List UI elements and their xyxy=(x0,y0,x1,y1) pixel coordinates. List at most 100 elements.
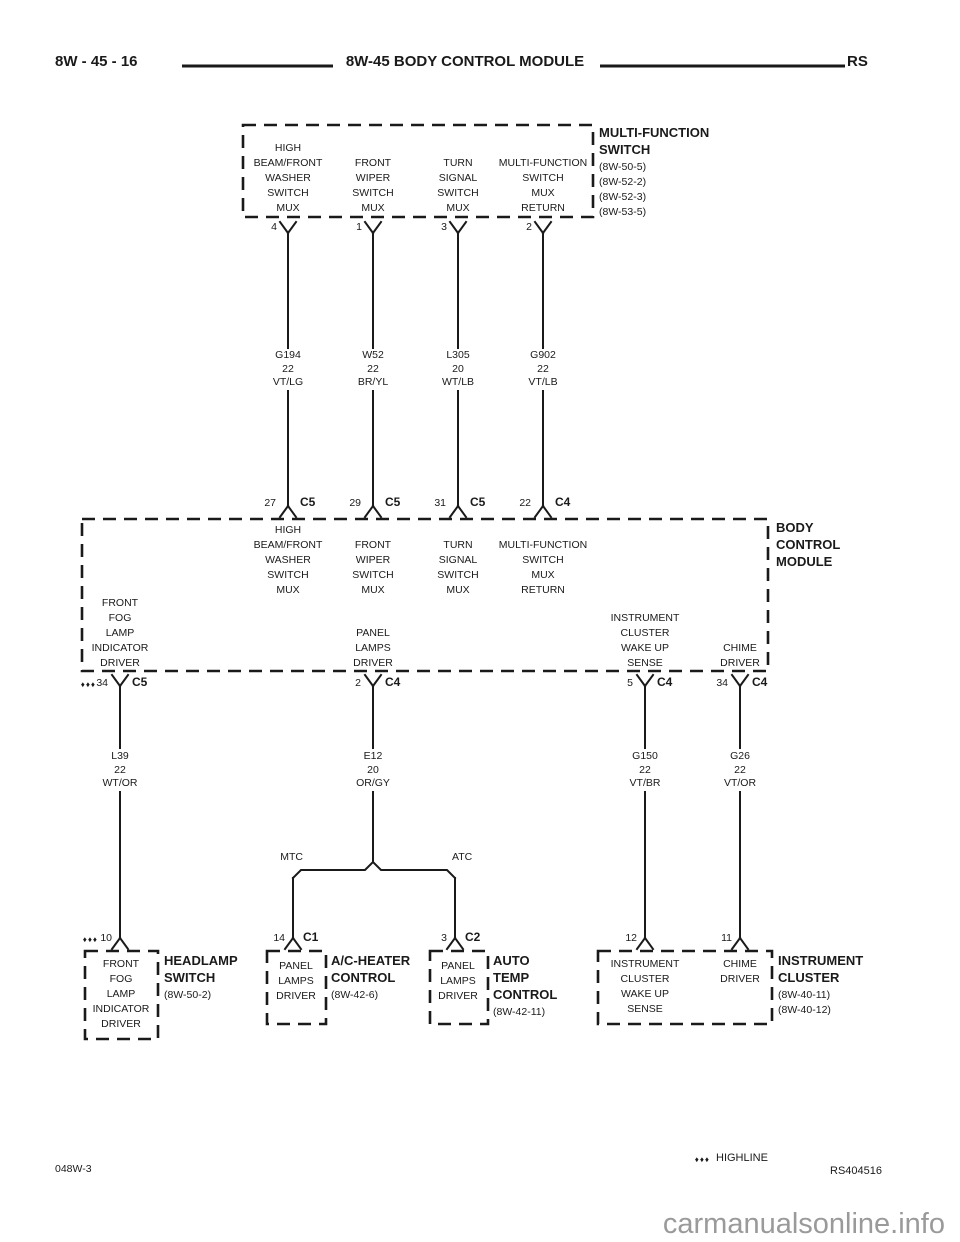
wire-label-g150: G150 22 VT/BR xyxy=(610,750,680,791)
wire-color: VT/LG xyxy=(272,376,304,388)
bcm-connector-c5-1: C5 xyxy=(300,495,316,509)
ac-heater-name: A/C-HEATER CONTROL xyxy=(331,953,411,985)
mfs-pin-3: 3 xyxy=(441,221,447,233)
bcm-pin-31: 31 xyxy=(434,497,446,509)
ac-heater-pin-14: 14 xyxy=(273,932,285,944)
headlamp-switch-refs: (8W-50-2) xyxy=(164,989,212,1001)
wire-branch-atc xyxy=(445,877,465,951)
component-boxes xyxy=(80,123,774,1041)
platform-code: RS xyxy=(847,53,868,70)
mfs-pin-2: 2 xyxy=(526,221,532,233)
wire-l39 xyxy=(110,673,130,951)
sheet-number: 048W-3 xyxy=(55,1163,92,1175)
bcm-function-turn-signal: TURN SIGNAL SWITCH MUX xyxy=(437,539,479,596)
auto-temp-function: PANEL LAMPS DRIVER xyxy=(438,960,478,1002)
instrument-cluster-box xyxy=(596,949,774,1026)
headlamp-function: FRONT FOG LAMP INDICATOR DRIVER xyxy=(92,958,150,1030)
highline-dots-marker: ♦♦♦ xyxy=(80,680,96,689)
wire-branch-mtc xyxy=(283,877,303,951)
mfs-function-mux-return: MULTI-FUNCTION SWITCH MUX RETURN xyxy=(498,157,588,214)
legend-highline: HIGHLINE xyxy=(716,1152,768,1164)
cluster-chime-function: CHIME DRIVER xyxy=(720,958,760,985)
bcm-connector-c5-out: C5 xyxy=(132,675,148,689)
auto-temp-pin-3: 3 xyxy=(441,932,447,944)
wire-g26 xyxy=(730,673,750,951)
wire-gauge: 22 xyxy=(639,763,651,776)
wire-label-g26: G26 22 VT/OR xyxy=(705,750,775,791)
wire-label-e12: E12 20 OR/GY xyxy=(338,750,408,791)
document-id: RS404516 xyxy=(830,1165,882,1177)
mfs-function-highbeam-washer: HIGH BEAM/FRONT WASHER SWITCH MUX xyxy=(253,142,323,214)
bcm-component-name: BODY CONTROL MODULE xyxy=(776,520,841,569)
auto-temp-refs: (8W-42-11) xyxy=(493,1006,546,1018)
wire-label-l39: L39 22 WT/OR xyxy=(85,750,155,791)
bcm-connector-c5-3: C5 xyxy=(470,495,486,509)
bcm-pin-34-c4: 34 xyxy=(716,677,728,689)
auto-temp-control-box xyxy=(428,949,490,1026)
wire-color: BR/YL xyxy=(357,376,389,388)
circuit-id: L305 xyxy=(446,349,470,361)
wire-label-g194: G194 22 VT/LG xyxy=(253,349,323,390)
instrument-cluster-name: INSTRUMENT CLUSTER xyxy=(778,953,864,985)
bcm-function-panel-lamps-driver: PANEL LAMPS DRIVER xyxy=(353,627,393,669)
mfs-pin-1: 1 xyxy=(356,221,362,233)
auto-temp-connector-c2: C2 xyxy=(465,930,481,944)
watermark: carmanualsonline.info xyxy=(662,1208,945,1240)
instrument-cluster-refs: (8W-40-11) (8W-40-12) xyxy=(778,989,831,1016)
splice-label-mtc: MTC xyxy=(280,851,303,863)
wire-e12 xyxy=(363,673,383,863)
bcm-pin-29: 29 xyxy=(349,497,361,509)
headlamp-switch-box xyxy=(83,949,160,1041)
bcm-pin-5-c4: 5 xyxy=(627,677,633,689)
circuit-id: G26 xyxy=(730,750,750,762)
wire-g150 xyxy=(635,673,655,951)
wire-label-w52: W52 22 BR/YL xyxy=(338,349,408,390)
wire-g194 xyxy=(278,220,298,519)
wire-color: WT/LB xyxy=(441,376,475,388)
wire-color: WT/OR xyxy=(102,777,138,789)
bcm-function-highbeam-washer: HIGH BEAM/FRONT WASHER SWITCH MUX xyxy=(253,524,323,596)
wire-color: VT/BR xyxy=(629,777,661,789)
bcm-pin-34-c5: 34 xyxy=(96,677,108,689)
page-title: 8W-45 BODY CONTROL MODULE xyxy=(345,53,585,70)
bcm-pin-27: 27 xyxy=(264,497,276,509)
mfs-function-turn-signal: TURN SIGNAL SWITCH MUX xyxy=(437,157,479,214)
splice-label-atc: ATC xyxy=(452,851,473,863)
cluster-wakeup-function: INSTRUMENT CLUSTER WAKE UP SENSE xyxy=(610,958,680,1015)
headlamp-switch-name: HEADLAMP SWITCH xyxy=(164,953,238,985)
mfs-circuit-refs: (8W-50-5) (8W-52-2) (8W-52-3) (8W-53-5) xyxy=(599,161,647,218)
wire-gauge: 20 xyxy=(452,362,464,375)
ac-heater-function: PANEL LAMPS DRIVER xyxy=(276,960,316,1002)
circuit-id: L39 xyxy=(111,750,129,762)
bcm-function-front-fog-driver: FRONT FOG LAMP INDICATOR DRIVER xyxy=(91,597,149,669)
headlamp-pin-10: 10 xyxy=(100,932,112,944)
legend-dots: ♦♦♦ xyxy=(694,1155,710,1164)
cluster-pin-11: 11 xyxy=(721,932,732,944)
bcm-connector-c4-out-2: C4 xyxy=(657,675,673,689)
mfs-pin-4: 4 xyxy=(271,221,277,233)
wire-w52 xyxy=(363,220,383,519)
cluster-pin-12: 12 xyxy=(625,932,637,944)
wire-gauge: 22 xyxy=(367,362,379,375)
wires-and-connectors xyxy=(110,220,750,951)
ac-heater-connector-c1: C1 xyxy=(303,930,319,944)
bcm-function-mux-return: MULTI-FUNCTION SWITCH MUX RETURN xyxy=(498,539,588,596)
circuit-id: W52 xyxy=(362,349,384,361)
page-number: 8W - 45 - 16 xyxy=(55,53,138,70)
highline-dots-marker-2: ♦♦♦ xyxy=(82,935,98,944)
bcm-connector-c5-2: C5 xyxy=(385,495,401,509)
ac-heater-control-box xyxy=(265,949,328,1026)
auto-temp-name: AUTO TEMP CONTROL xyxy=(493,953,558,1002)
wire-l305 xyxy=(448,220,468,519)
bcm-function-chime-driver: CHIME DRIVER xyxy=(720,642,760,669)
circuit-id: G194 xyxy=(275,349,301,361)
bcm-pin-22: 22 xyxy=(519,497,531,509)
wire-gauge: 22 xyxy=(114,763,126,776)
circuit-id: G902 xyxy=(530,349,556,361)
circuit-id: G150 xyxy=(632,750,658,762)
bcm-connector-c4-1: C4 xyxy=(555,495,571,509)
body-control-module-box xyxy=(80,517,770,673)
wire-color: OR/GY xyxy=(356,777,390,789)
